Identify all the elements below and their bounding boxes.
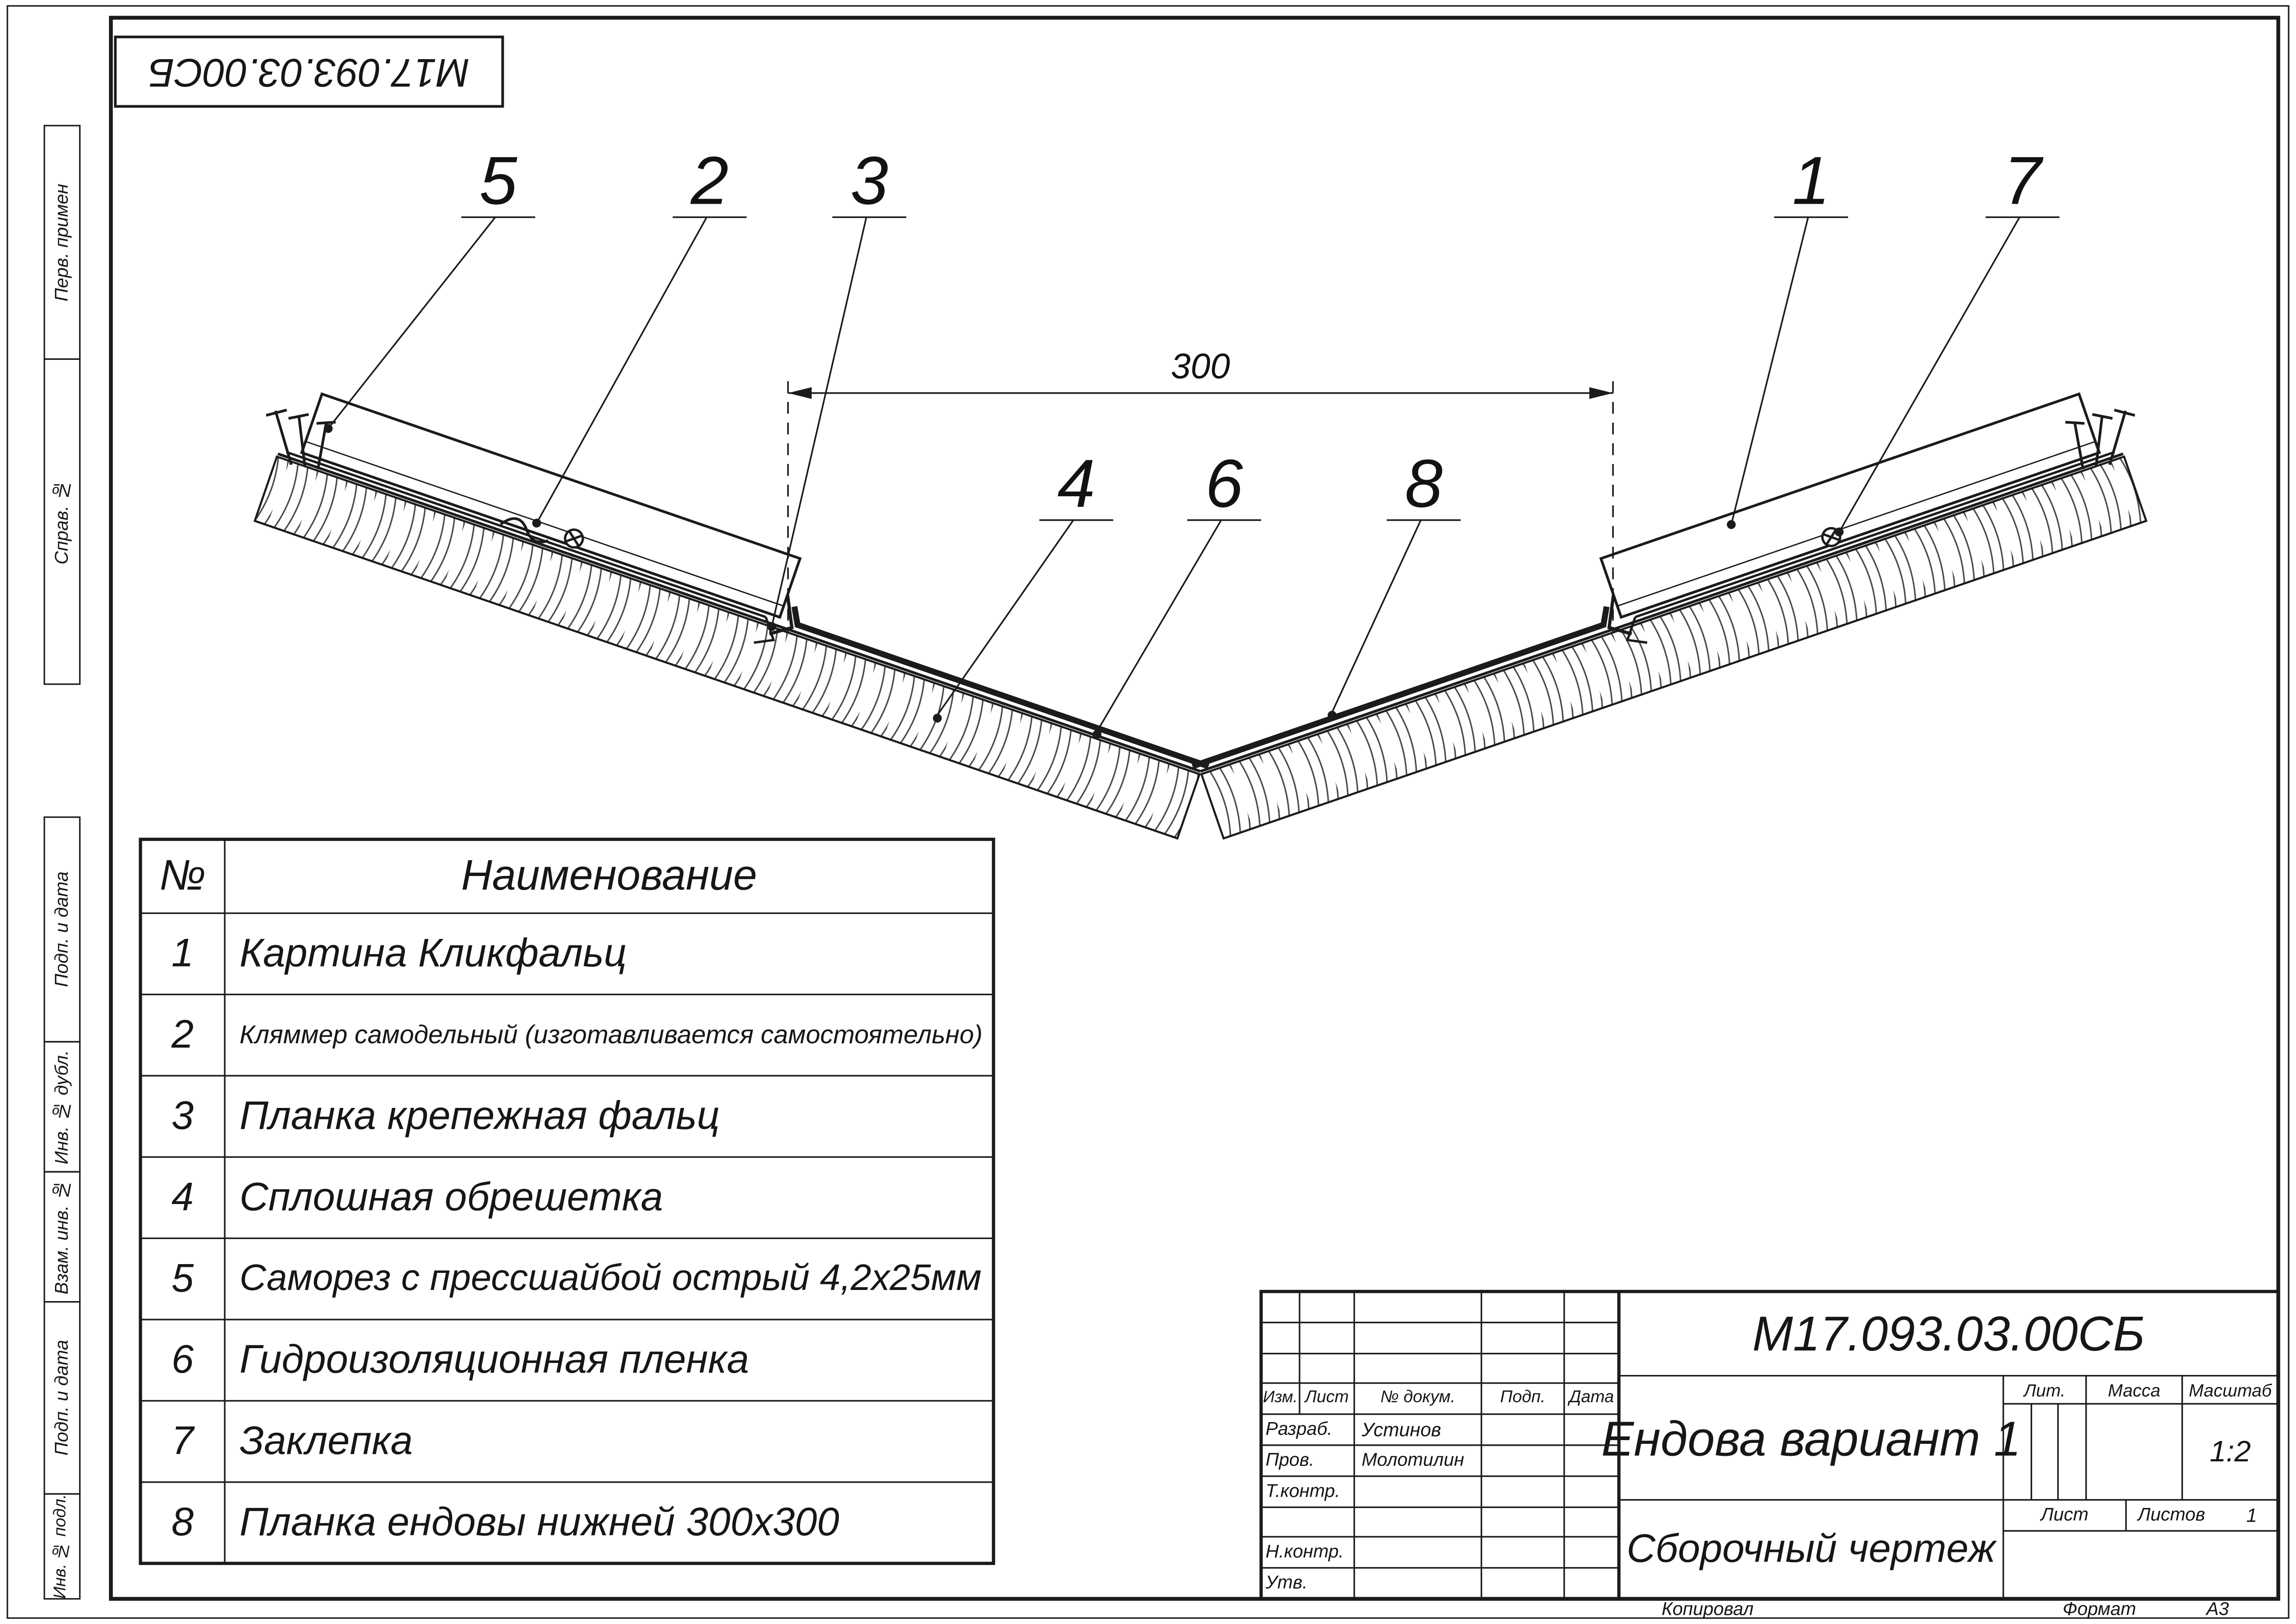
- footer-kopiroval: Копировал: [1661, 1598, 1754, 1619]
- tb-label-list-bottom: Лист: [2040, 1504, 2088, 1526]
- tb-label-prov: Пров.: [1265, 1450, 1314, 1471]
- sheet-edge: [6, 5, 2290, 1619]
- callout-8: 8: [1327, 446, 1461, 720]
- callout-4-label: 4: [1057, 446, 1095, 522]
- left-slope: [253, 392, 1209, 840]
- callout-6-label: 6: [1205, 446, 1243, 522]
- sheathing-left: [253, 455, 1201, 840]
- tb-designation: М17.093.03.00СБ: [1752, 1306, 2145, 1361]
- tb-label-razrab: Разраб.: [1265, 1419, 1333, 1440]
- margin-label-podp-i-data-upper: Подп. и дата: [51, 871, 72, 987]
- valley-plate-right: [1191, 606, 1610, 769]
- footer-format-value: А3: [2206, 1598, 2229, 1619]
- part-row-name: Картина Кликфальц: [239, 931, 627, 975]
- tb-label-izm: Изм.: [1263, 1389, 1298, 1407]
- stamp-box: [114, 36, 504, 108]
- tb-title: Ендова вариант 1: [1601, 1410, 2021, 1466]
- underlayment-film-right: [1200, 452, 2124, 773]
- part-row-num: 5: [171, 1256, 194, 1301]
- margin-label-perv-primen: Перв. примен: [51, 183, 72, 301]
- callout-1: 1: [1727, 143, 1848, 529]
- tb-label-lit: Лит.: [2024, 1379, 2066, 1400]
- callout-2-label: 2: [690, 143, 729, 219]
- part-row-num: 1: [171, 931, 194, 975]
- fixing-strip-right-tab: [1626, 616, 1648, 644]
- callout-7-label: 7: [2003, 143, 2044, 219]
- tb-label-podp: Подп.: [1500, 1388, 1545, 1406]
- tb-label-data: Дата: [1569, 1388, 1614, 1406]
- callout-1-label: 1: [1792, 143, 1830, 219]
- part-row-name: Гидроизоляционная пленка: [239, 1337, 749, 1382]
- roof-panel-right-fold: [1607, 595, 1632, 636]
- margin-label-podp-i-data-lower: Подп. и дата: [51, 1340, 72, 1456]
- klammer-clip: [500, 517, 549, 543]
- roof-panel-left-fold: [769, 595, 794, 636]
- part-row-name: Заклепка: [239, 1418, 413, 1463]
- tb-doc-type: Сборочный чертеж: [1626, 1526, 1996, 1571]
- screw-head-left: [564, 528, 584, 549]
- callout-7: 7: [1834, 143, 2060, 536]
- margin-boxes: [43, 125, 81, 1600]
- roof-panel-right-seam: [1617, 441, 2096, 607]
- callout-3: 3: [767, 143, 906, 631]
- callout-5-label: 5: [479, 143, 518, 219]
- callout-4: 4: [933, 446, 1113, 723]
- part-row-num: 2: [171, 1012, 194, 1057]
- callout-6: 6: [1093, 446, 1261, 739]
- part-row-num: 7: [171, 1418, 194, 1463]
- roof-panel-left-seam: [305, 441, 784, 607]
- tb-label-listov: Листов: [2137, 1504, 2205, 1526]
- tb-label-massa: Масса: [2107, 1379, 2161, 1400]
- parts-header-num: №: [159, 852, 206, 900]
- dimension-label: 300: [1171, 347, 1230, 386]
- drawing-frame: [109, 16, 2280, 1601]
- right-slope: [1191, 392, 2148, 840]
- tb-label-no-dokum: № докум.: [1380, 1388, 1455, 1406]
- tb-value-listov: 1: [2246, 1504, 2257, 1527]
- fixing-strip-right: [1635, 450, 2115, 618]
- parts-table-grid: [139, 838, 995, 1565]
- callouts: 5 2 3 1: [324, 143, 2060, 739]
- callout-8-label: 8: [1405, 446, 1443, 522]
- sheathing-right: [1200, 455, 2148, 840]
- margin-label-inv-no-podl: Инв. № подл.: [52, 1494, 70, 1599]
- roof-panel-left: [300, 392, 802, 619]
- part-row-name: Планка ендовы нижней 300х300: [239, 1500, 839, 1545]
- screws-right: [2065, 408, 2136, 470]
- title-block-grid: [1259, 1289, 2280, 1601]
- margin-label-sprav-no: Справ. №: [51, 479, 72, 564]
- part-row-num: 8: [171, 1500, 194, 1545]
- fixing-strip-left: [286, 450, 766, 618]
- callout-3-label: 3: [850, 143, 888, 219]
- parts-header-name: Наименование: [461, 852, 757, 900]
- callout-2: 2: [532, 143, 747, 528]
- margin-label-inv-no-dubl: Инв. № дубл.: [51, 1049, 72, 1164]
- part-row-name: Планка крепежная фальц: [239, 1093, 720, 1138]
- tb-label-n-kontr: Н.контр.: [1265, 1541, 1344, 1563]
- part-row-name: Сплошная обрешетка: [239, 1174, 663, 1219]
- part-row-num: 3: [171, 1093, 194, 1138]
- dimension-300: 300: [787, 347, 1614, 633]
- footer-format-label: Формат: [2063, 1598, 2136, 1619]
- stamp-designation: М17.093.03.00СБ: [148, 50, 470, 95]
- valley-drawing: 300 5 2 3: [253, 143, 2148, 840]
- underlayment-film-left: [277, 452, 1201, 773]
- tb-label-list: Лист: [1305, 1388, 1349, 1406]
- tb-value-razrab: Устинов: [1362, 1418, 1441, 1441]
- part-row-name: Кляммер самодельный (изготавливается сам…: [239, 1019, 983, 1049]
- tb-label-t-kontr: Т.контр.: [1265, 1481, 1340, 1502]
- callout-5: 5: [324, 143, 536, 433]
- part-row-num: 4: [171, 1174, 194, 1219]
- tb-value-prov: Молотилин: [1362, 1450, 1465, 1471]
- tb-label-utv: Утв.: [1265, 1572, 1308, 1594]
- roof-panel-right: [1599, 392, 2101, 619]
- part-row-name: Саморез с прессшайбой острый 4,2х25мм: [239, 1257, 982, 1299]
- margin-label-vzam-inv-no: Взам. инв. №: [51, 1179, 72, 1295]
- valley-plate-left: [791, 606, 1209, 769]
- tb-value-scale: 1:2: [2210, 1435, 2251, 1468]
- part-row-num: 6: [171, 1337, 194, 1382]
- tb-label-masshtab: Масштаб: [2189, 1379, 2272, 1400]
